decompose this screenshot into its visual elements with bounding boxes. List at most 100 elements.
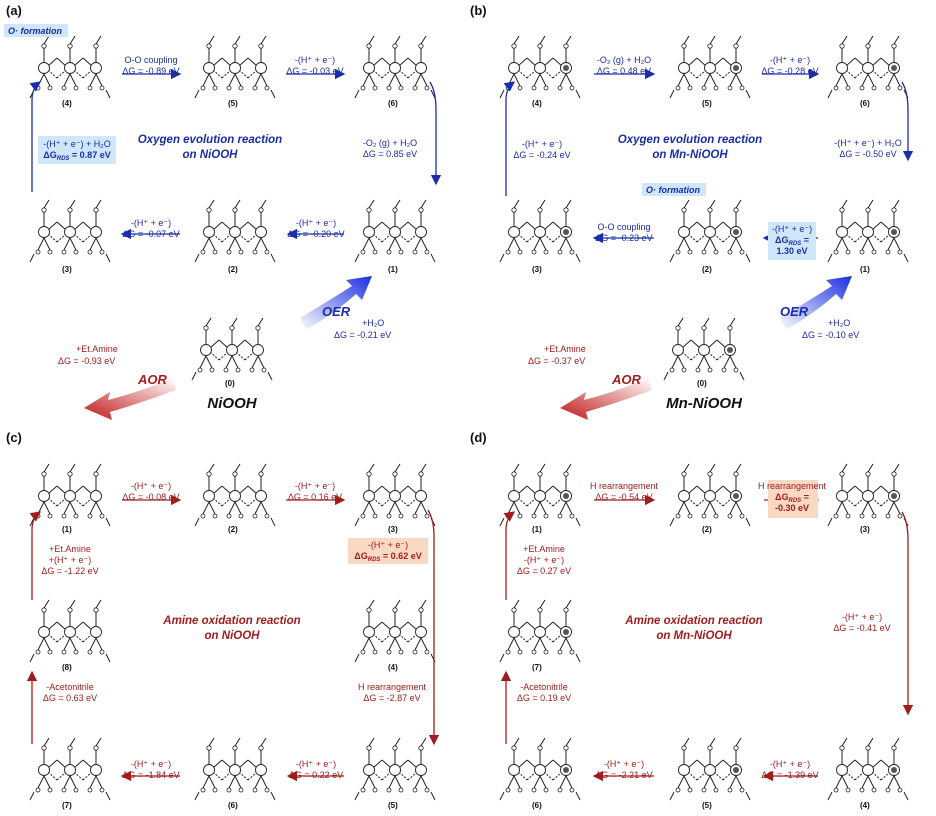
metal-atom [252, 344, 264, 356]
bond [854, 221, 865, 231]
bond [47, 633, 58, 643]
bond [368, 501, 376, 515]
bond [745, 791, 751, 801]
bond [260, 73, 268, 87]
molecule-c-6 [194, 737, 276, 801]
bond [880, 69, 891, 79]
aor-word-left: AOR [137, 372, 168, 387]
oxygen-atom [67, 607, 73, 613]
metal-atom [38, 764, 50, 776]
oxygen-atom [727, 513, 733, 519]
step-text: -(H⁺ + e⁻) [770, 55, 810, 65]
bond [235, 339, 246, 349]
bond [722, 69, 733, 79]
mol-label-d-1: (1) [532, 525, 542, 534]
bond [575, 791, 581, 801]
oxygen-atom [563, 43, 569, 49]
mol-label-c-2: (2) [228, 525, 238, 534]
bond [735, 73, 743, 87]
caption-d-line1: Amine oxidation reaction [624, 615, 762, 627]
bond [73, 485, 84, 495]
oxygen-atom [200, 85, 206, 91]
aor-arrow-right [560, 378, 652, 420]
bond [29, 653, 35, 663]
bond [221, 497, 232, 507]
oxygen-atom [687, 85, 693, 91]
bond [414, 637, 422, 651]
oxygen-atom [360, 513, 366, 519]
molecule-a-2 [194, 199, 276, 263]
metal-atom [363, 490, 375, 502]
bond [388, 501, 396, 515]
mn-dopant-marker [733, 767, 739, 773]
metal-atom [836, 490, 848, 502]
bond [735, 463, 742, 473]
bond [687, 233, 698, 243]
step-text: -(H⁺ + e⁻) [524, 555, 564, 565]
bond [735, 737, 742, 747]
metal-atom [678, 764, 690, 776]
bond [362, 237, 370, 251]
oxygen-atom [87, 649, 93, 655]
bond [420, 737, 427, 747]
bond [270, 89, 276, 99]
oxygen-atom [511, 471, 517, 477]
bond [722, 233, 733, 243]
oxygen-atom [99, 513, 105, 519]
oxygen-atom [47, 787, 53, 793]
metal-atom [836, 226, 848, 238]
bond [260, 737, 267, 747]
oxygen-atom [67, 745, 73, 751]
bond [381, 221, 392, 231]
oxygen-atom [366, 471, 372, 477]
oxygen-atom [687, 513, 693, 519]
bond [722, 485, 733, 495]
bond [713, 233, 724, 243]
oxygen-atom [47, 85, 53, 91]
oxygen-atom [563, 471, 569, 477]
bond [709, 501, 717, 515]
mol-label-c-7: (7) [62, 801, 72, 810]
aor-dg-left: ΔG = -0.93 eV [58, 356, 115, 366]
bond [247, 69, 258, 79]
metal-atom [678, 226, 690, 238]
bond [95, 199, 102, 209]
bond [841, 237, 849, 251]
oxygen-atom [200, 249, 206, 255]
bond [381, 621, 392, 631]
step-text: -(H⁺ + e⁻) [295, 55, 335, 65]
oxygen-atom [41, 745, 47, 751]
bond [841, 199, 848, 209]
bond [533, 501, 541, 515]
bond [212, 485, 223, 495]
oxygen-atom [897, 787, 903, 793]
bond [254, 73, 262, 87]
oxygen-atom [372, 649, 378, 655]
bond [398, 69, 409, 79]
step-label-c2: -(H⁺ + e⁻)ΔG = 0.16 eV [288, 481, 342, 502]
bond [575, 89, 581, 99]
mol-label-b-6: (6) [860, 99, 870, 108]
oxygen-atom [255, 325, 261, 331]
bond [893, 775, 901, 789]
oxygen-atom [871, 249, 877, 255]
bond [871, 485, 882, 495]
bond [713, 221, 724, 231]
bond [73, 69, 84, 79]
bond [105, 517, 111, 527]
mn-dopant-marker [563, 65, 569, 71]
mol-label-a-3: (3) [62, 265, 72, 274]
oxygen-atom [99, 85, 105, 91]
bond [398, 233, 409, 243]
molecule-a-6 [354, 35, 436, 99]
oxygen-atom [398, 85, 404, 91]
mol-label-c-5: (5) [388, 801, 398, 810]
step-text: -(H⁺ + e⁻) [522, 139, 562, 149]
bond [420, 35, 427, 45]
oxygen-atom [249, 367, 255, 373]
bond [854, 485, 865, 495]
bond [722, 497, 733, 507]
bond [575, 653, 581, 663]
step-text: -(H⁺ + e⁻) [131, 218, 171, 228]
